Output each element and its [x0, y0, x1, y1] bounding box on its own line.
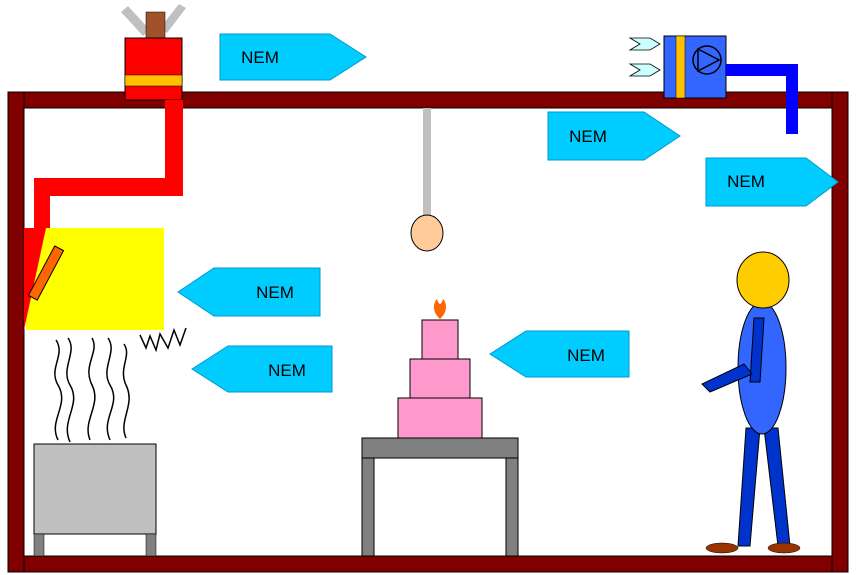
arrow-label: NEM — [256, 283, 294, 302]
roof-extract-fan — [121, 4, 186, 101]
arrow-ceiling-right: NEM — [705, 157, 839, 207]
stove-body — [33, 443, 157, 535]
arrow-shape — [489, 330, 630, 378]
hood-grease-filter — [27, 245, 65, 301]
table-leg-left — [361, 457, 375, 557]
person-arm-right — [749, 317, 765, 383]
arrow-label: NEM — [268, 361, 306, 380]
arrow-shape — [191, 345, 333, 393]
flame-icon — [433, 299, 447, 319]
arrow-label: NEM — [569, 127, 607, 146]
fan-icon-arrow — [697, 47, 721, 73]
room-left-wall — [7, 91, 25, 573]
wave-lines-icon — [54, 327, 187, 443]
stove-leg-right — [145, 533, 157, 557]
stove — [33, 443, 157, 557]
person-shoe-right — [767, 542, 801, 554]
arrow-shape — [547, 111, 681, 161]
arrow-fumes: NEM — [191, 345, 333, 393]
person-leg-right — [763, 427, 791, 547]
room-right-wall — [831, 91, 849, 573]
kitchen-hood — [24, 228, 164, 330]
supply-unit-filter — [675, 35, 686, 99]
table-leg-right — [505, 457, 519, 557]
arrow-hood: NEM — [177, 267, 321, 317]
cake — [397, 299, 483, 439]
extract-fan-band — [124, 74, 183, 87]
room-floor — [7, 555, 849, 573]
person-shoe-left — [705, 542, 739, 554]
exhaust-vane-right — [160, 4, 186, 33]
supply-duct — [726, 64, 798, 134]
cake-tier-middle — [409, 358, 471, 399]
extract-duct — [34, 100, 183, 230]
arrow-label: NEM — [727, 172, 765, 191]
cake-tier-bottom — [397, 397, 483, 439]
exhaust-cowl — [145, 11, 166, 41]
arrow-shape — [219, 33, 367, 81]
fan-icon — [692, 45, 722, 75]
louver-icon — [628, 63, 661, 77]
hood-red-edge — [24, 228, 46, 330]
person — [701, 251, 801, 554]
lamp-cord — [423, 108, 431, 216]
arrow-label: NEM — [567, 346, 605, 365]
arrow-cake: NEM — [489, 330, 630, 378]
person-leg-left — [737, 427, 761, 547]
lamp-bulb — [410, 214, 444, 252]
arrow-shape — [177, 267, 321, 317]
person-arm-left — [701, 363, 753, 393]
table-top — [361, 437, 519, 459]
arrow-top-left: NEM — [219, 33, 367, 81]
arrow-label: NEM — [241, 48, 279, 67]
louver-icon — [628, 37, 661, 51]
arrow-ceiling-center: NEM — [547, 111, 681, 161]
exhaust-vane-left — [121, 6, 150, 36]
cake-tier-top — [421, 319, 459, 360]
stove-leg-left — [33, 533, 45, 557]
arrow-shape — [705, 157, 839, 207]
table — [361, 437, 519, 557]
person-head — [736, 251, 790, 309]
supply-air-unit — [628, 35, 798, 134]
extract-fan-body — [124, 37, 183, 101]
ceiling-lamp — [410, 108, 444, 252]
